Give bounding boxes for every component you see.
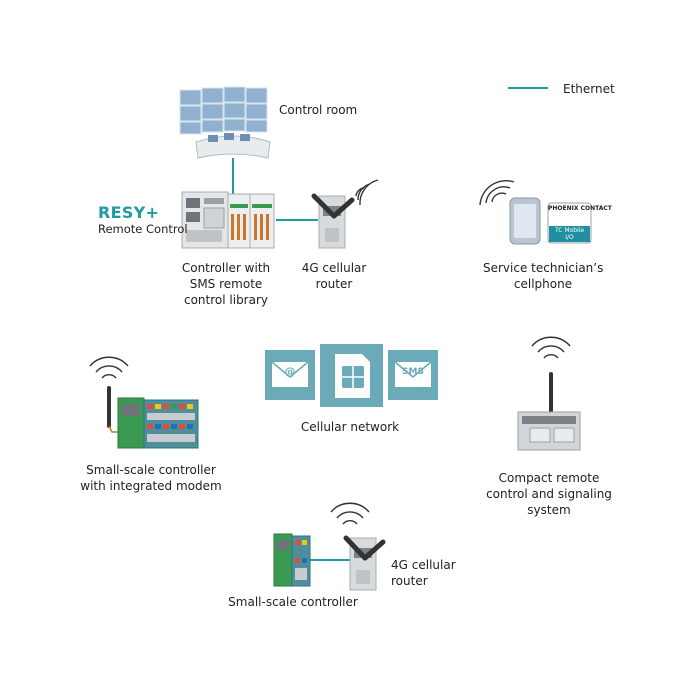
- control-room-label: Control room: [279, 103, 358, 117]
- technician-label: Service technician’s cellphone: [483, 261, 604, 291]
- small-controller-icon: [273, 533, 311, 587]
- router-top-label: 4G cellular router: [301, 261, 367, 291]
- sms-tile-symbol: SMS: [402, 367, 424, 377]
- controller-label: Controller with SMS remote control libra…: [181, 261, 271, 307]
- email-tile: [265, 350, 315, 400]
- modem-wifi-icon: [89, 356, 129, 379]
- compact-system-label: Compact remote control and signaling sys…: [486, 471, 612, 517]
- technician-wifi-icon: [479, 180, 515, 206]
- phone-app-name: TC Mobile I/O: [554, 227, 585, 241]
- resy-subtitle: Remote Control: [98, 222, 188, 236]
- router-bottom-label: 4G cellular router: [391, 558, 456, 588]
- router-bottom-wifi-icon: [330, 502, 370, 525]
- router-bottom-icon: [343, 535, 386, 591]
- resy-brand: RESY+: [98, 203, 160, 222]
- phone-app-logo: PHOENIX CONTACT: [548, 205, 612, 212]
- router-top-icon: [311, 193, 355, 249]
- compact-wifi-icon: [531, 336, 571, 359]
- control-room-icon: [179, 86, 271, 159]
- sim-tile: [320, 344, 383, 407]
- small-controller-label: Small-scale controller: [228, 595, 358, 609]
- router-top-wifi-icon: [355, 179, 379, 206]
- ethernet-legend-label: Ethernet: [563, 82, 615, 96]
- phone-app-icon: [547, 202, 592, 244]
- sms-tile: [388, 350, 438, 400]
- small-modem-label: Small-scale controller with integrated m…: [80, 463, 222, 493]
- compact-system-icon: [517, 372, 581, 451]
- smartphone-icon: [509, 197, 541, 245]
- main-controller-icon: [181, 191, 275, 249]
- email-tile-symbol: @: [284, 365, 296, 378]
- cellular-network-label: Cellular network: [300, 420, 400, 434]
- small-modem-controller-icon: [107, 386, 199, 449]
